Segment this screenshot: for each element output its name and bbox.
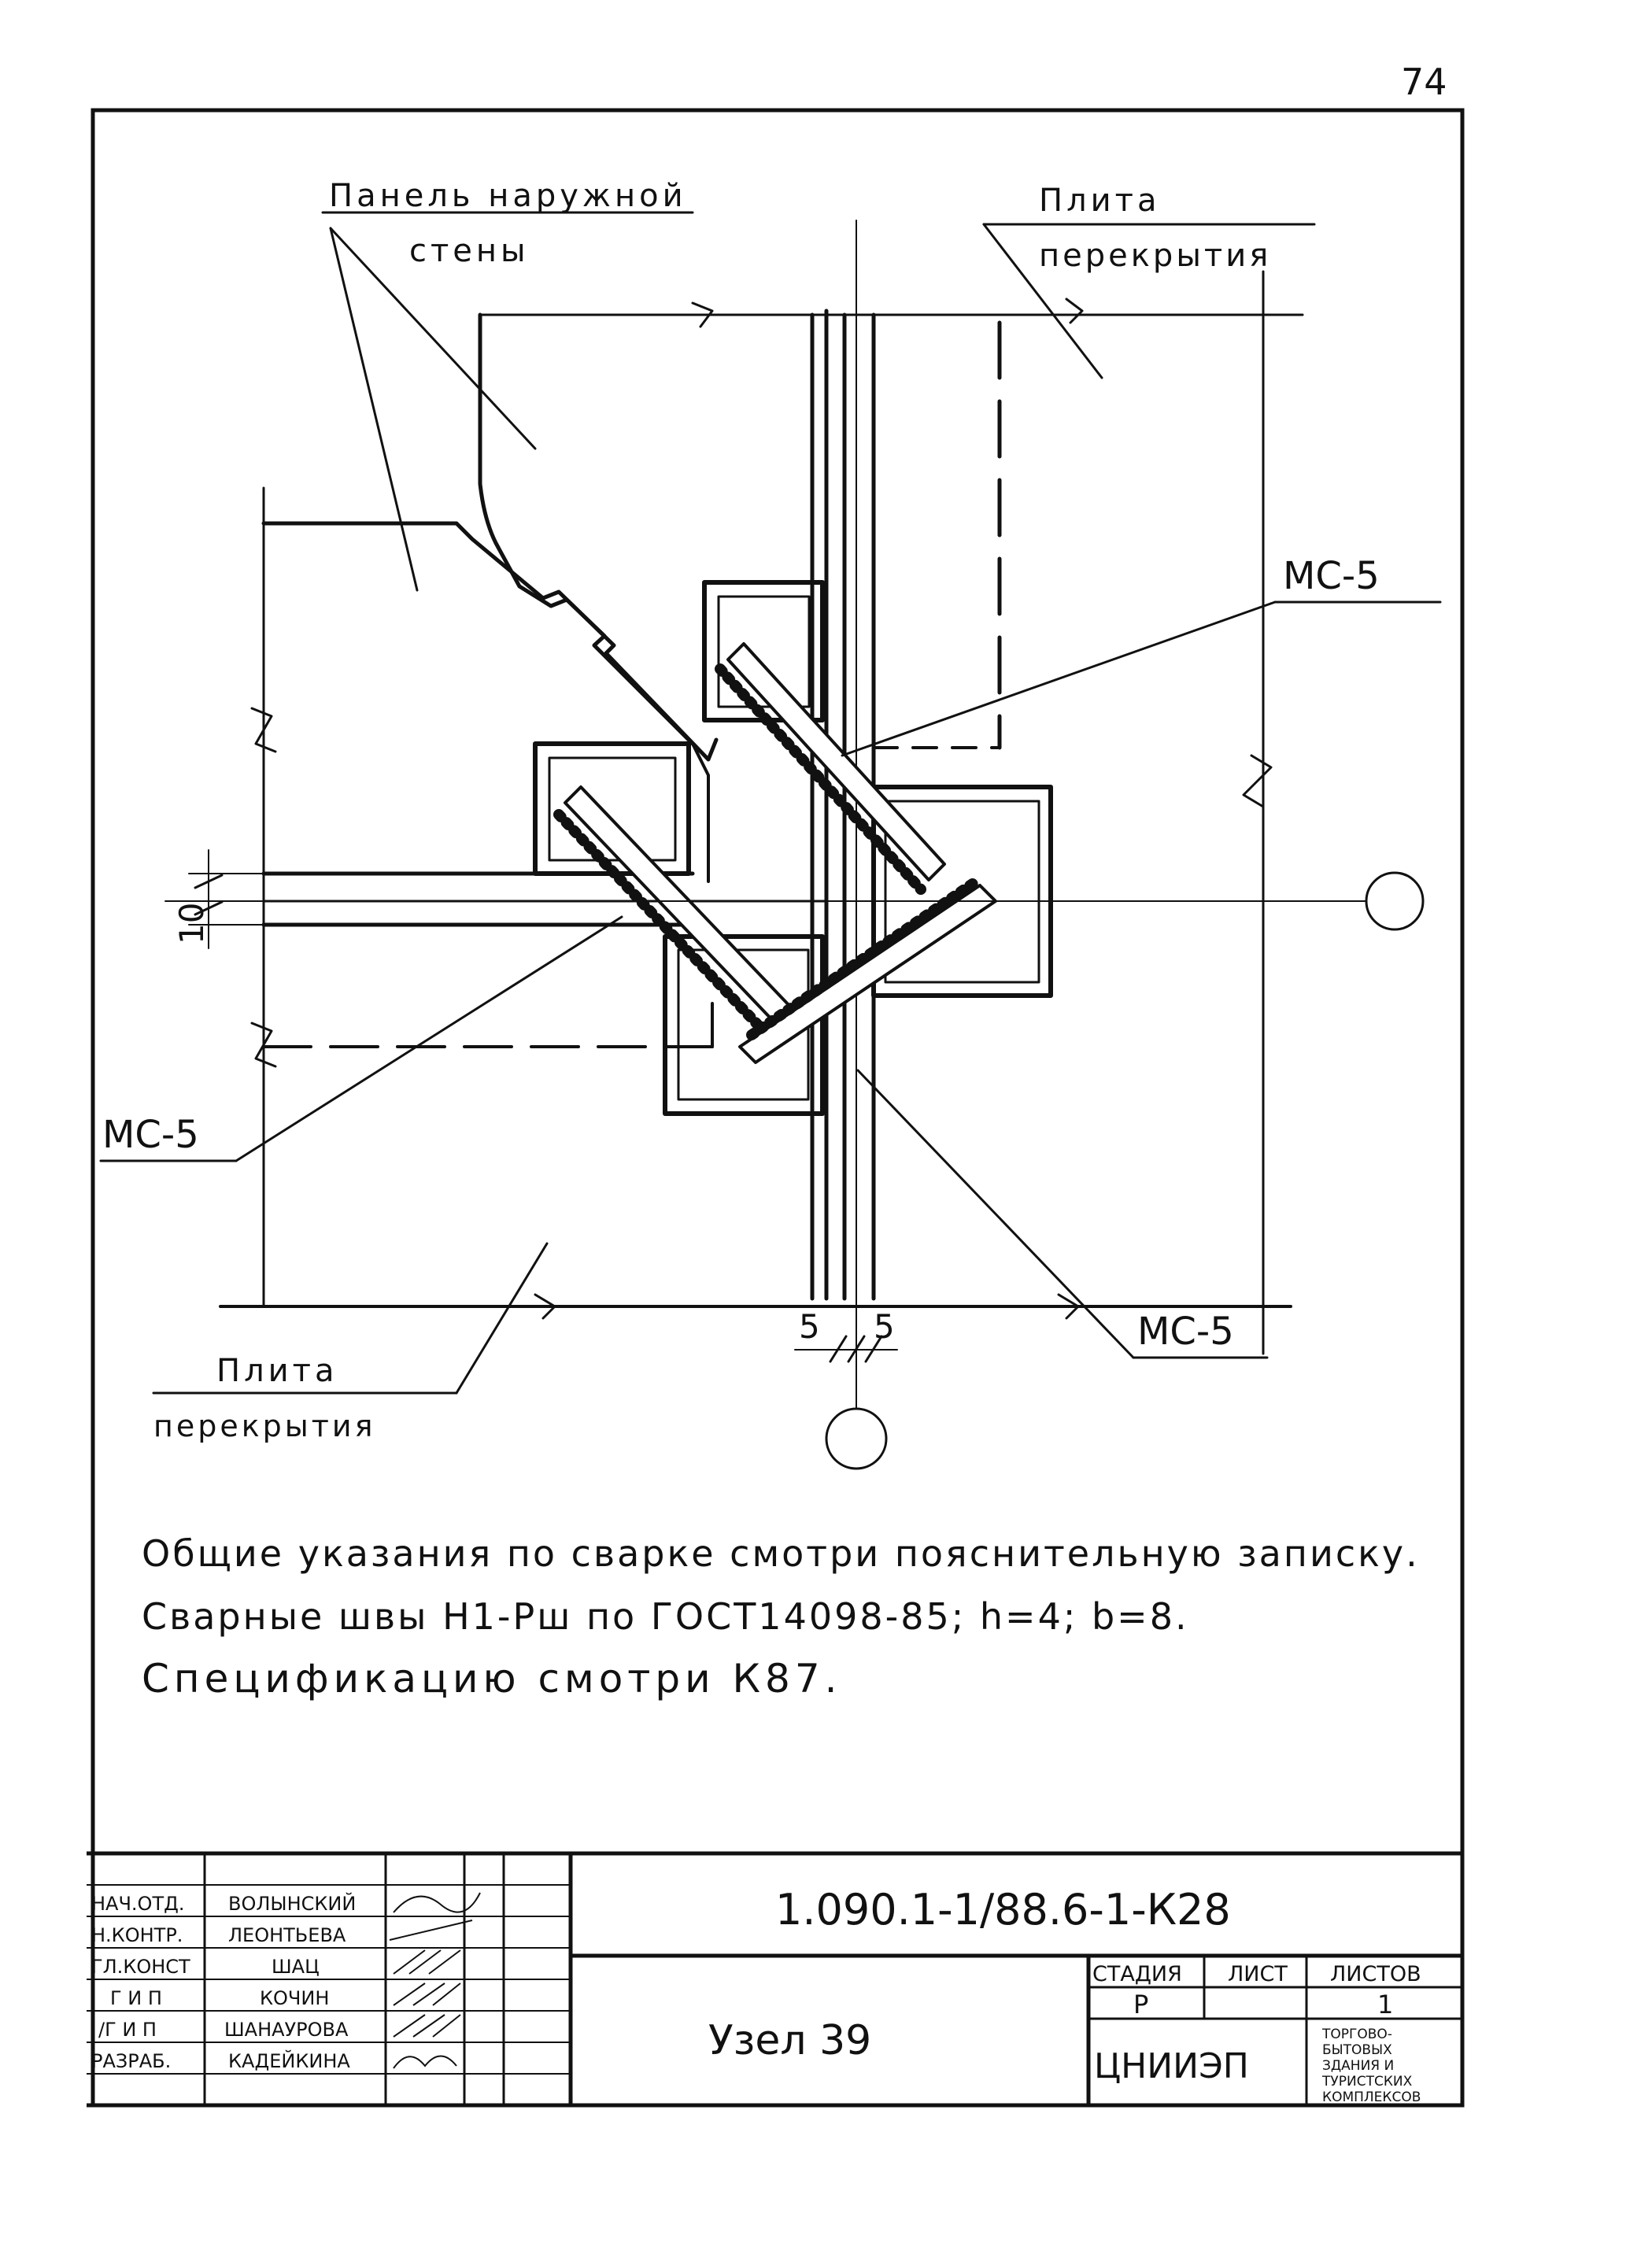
embedded-plate (884, 800, 1040, 984)
dimension-tick (847, 1335, 866, 1363)
break-mark (1242, 754, 1273, 808)
leader-line (235, 915, 623, 1162)
label-slab-bottom: Плита (216, 1353, 338, 1389)
dimension-10: 10 (172, 903, 211, 944)
embedded-plate (717, 595, 811, 708)
column-sheet: ЛИСТ (1228, 1962, 1288, 1986)
break-mark (534, 1293, 556, 1320)
organization-description: ТОРГОВО- (1321, 2027, 1392, 2042)
node-drawing (99, 211, 1442, 1470)
leader-line (841, 600, 1277, 757)
signature-mark (393, 1949, 461, 1975)
label-wall-panel: Панель наружной (329, 178, 687, 214)
role-label: Н.КОНТР. (91, 1924, 183, 1946)
role-name: КОЧИН (260, 1987, 329, 2009)
role-label: РАЗРАБ. (91, 2050, 171, 2072)
label-slab-top: перекрытия (1039, 238, 1271, 274)
sheet-frame (91, 108, 1465, 2108)
column-stage: СТАДИЯ (1092, 1962, 1182, 1986)
drawing-title: Узел 39 (708, 2017, 871, 2064)
organization-description: ЗДАНИЯ И (1322, 2058, 1394, 2074)
role-name: ВОЛЫНСКИЙ (228, 1892, 356, 1915)
label-mc5-bottom: МС-5 (1137, 1310, 1234, 1354)
role-label: /Г И П (98, 2019, 157, 2041)
signature-mark (393, 1982, 461, 2006)
break-mark (250, 707, 277, 753)
role-label: ГЛ.КОНСТ (91, 1956, 190, 1978)
break-mark (1065, 297, 1084, 324)
leader-line (329, 227, 537, 450)
leader-line (856, 1069, 1135, 1359)
wall-panel-outline (478, 312, 695, 746)
dimension-tick (829, 1335, 848, 1363)
role-name: ШАНАУРОВА (224, 2019, 349, 2041)
organization-description: КОМПЛЕКСОВ (1322, 2090, 1421, 2105)
sheets-value: 1 (1377, 1990, 1393, 2019)
note-line: Общие указания по сварке смотри поясните… (142, 1532, 1420, 1575)
organization: ЦНИИЭП (1094, 2046, 1249, 2086)
document-code: 1.090.1-1/88.6-1-К28 (775, 1885, 1231, 1934)
break-mark (1057, 1293, 1080, 1320)
title-block-roles: НАЧ.ОТД. ВОЛЫНСКИЙ Н.КОНТР. ЛЕОНТЬЕВА ГЛ… (91, 1892, 356, 2072)
label-slab-top: Плита (1039, 183, 1160, 219)
dimension-tick (194, 900, 224, 916)
signature-mark (393, 2055, 457, 2069)
page-number: 74 (1401, 61, 1447, 103)
role-label: Г И П (110, 1987, 162, 2009)
embedded-plate (871, 785, 1053, 998)
break-mark (250, 1022, 277, 1068)
axis-bubble (825, 1407, 888, 1470)
break-mark (691, 301, 714, 328)
signature-mark (389, 1920, 473, 1941)
leader-line (455, 1242, 549, 1395)
role-label: НАЧ.ОТД. (91, 1893, 184, 1915)
axis-bubble (1365, 871, 1425, 931)
wall-panel-outline (261, 521, 719, 762)
stage-value: Р (1133, 1990, 1148, 2019)
signature-mark (393, 1892, 481, 1913)
signature-mark (393, 2014, 461, 2038)
leader-line (329, 227, 419, 592)
note-line: Спецификацию смотри К87. (142, 1656, 842, 1702)
leader-line (982, 223, 1103, 379)
label-wall-panel: стены (409, 233, 530, 269)
embedded-plate (663, 934, 825, 1116)
column-sheets: ЛИСТОВ (1330, 1962, 1421, 1986)
label-slab-bottom: перекрытия (153, 1409, 376, 1443)
dimension-tick (194, 874, 224, 889)
role-name: ЛЕОНТЬЕВА (228, 1924, 346, 1946)
dimension-5-right: 5 (874, 1307, 895, 1346)
organization-description: ТУРИСТСКИХ (1321, 2074, 1413, 2090)
role-name: КАДЕЙКИНА (228, 2049, 350, 2072)
connector-bar (715, 642, 946, 895)
label-mc5-left: МС-5 (102, 1113, 199, 1157)
wall-panel-edge (691, 742, 710, 883)
organization-description: БЫТОВЫХ (1322, 2042, 1392, 2058)
dimension-5-left: 5 (799, 1307, 820, 1346)
note-line: Сварные швы Н1-Рш по ГОСТ14098-85; h=4; … (142, 1595, 1189, 1638)
dimension-tick (864, 1335, 883, 1363)
label-mc5-top: МС-5 (1283, 554, 1380, 598)
role-name: ШАЦ (272, 1956, 320, 1978)
connector-bar (738, 876, 997, 1064)
embedded-plate (548, 756, 677, 862)
title-block (87, 1851, 1462, 2108)
